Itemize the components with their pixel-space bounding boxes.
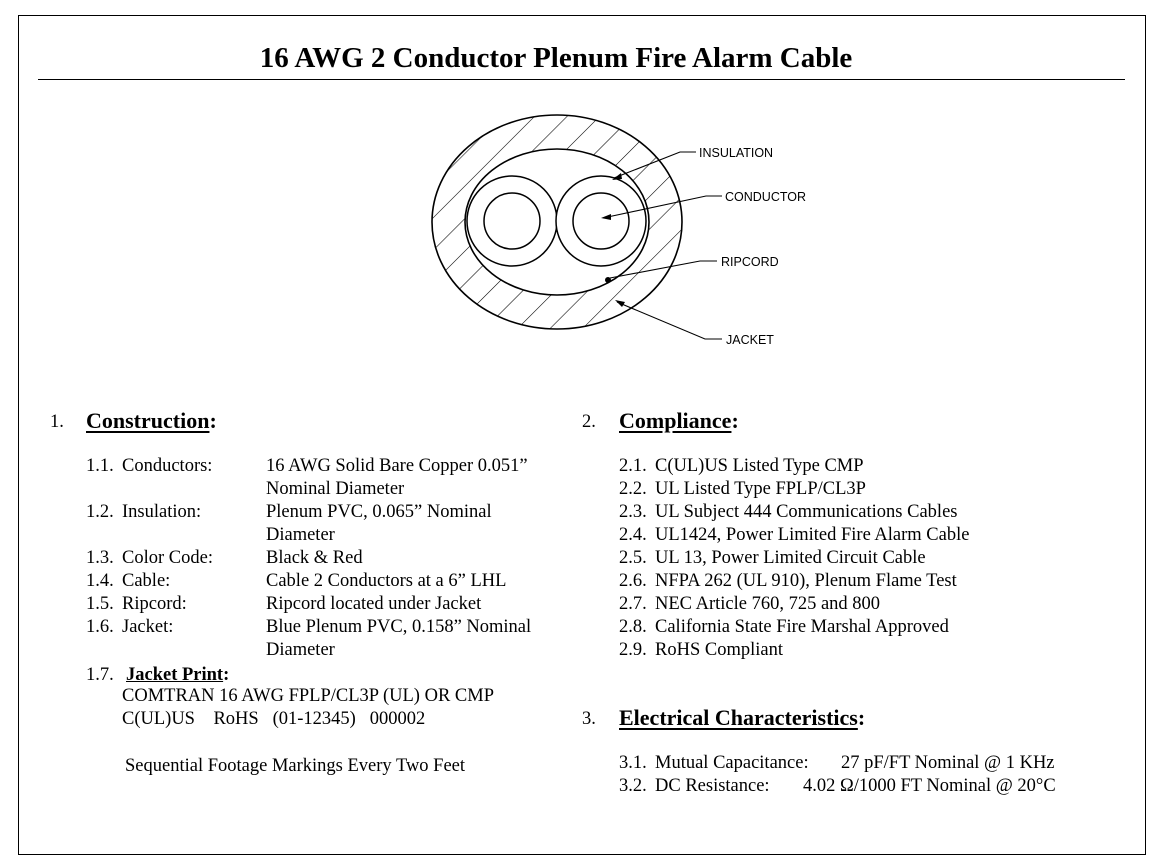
construction-item-5-label: Ripcord: <box>122 594 187 614</box>
title-rule <box>38 79 1125 80</box>
construction-item-1-num: 1.1. <box>86 456 114 476</box>
compliance-item-text: California State Fire Marshal Approved <box>655 617 949 637</box>
compliance-item-num: 2.9. <box>619 640 647 660</box>
construction-item-6-label: Jacket: <box>122 617 174 637</box>
compliance-item-num: 2.1. <box>619 456 647 476</box>
construction-item-6-value-cont: Diameter <box>266 640 335 660</box>
jacket-print-label: Jacket Print: <box>126 665 230 685</box>
conductor-arrowhead <box>601 214 611 220</box>
compliance-item-text: UL 13, Power Limited Circuit Cable <box>655 548 926 568</box>
construction-item-2-label: Insulation: <box>122 502 202 522</box>
construction-item-2-value: Plenum PVC, 0.065” Nominal <box>266 502 492 522</box>
construction-item-6-value: Blue Plenum PVC, 0.158” Nominal <box>266 617 532 637</box>
ripcord-leader <box>609 260 717 279</box>
construction-item-6-num: 1.6. <box>86 617 114 637</box>
compliance-heading: Compliance: <box>619 408 739 433</box>
insulation-leader <box>613 151 696 179</box>
right-conductor <box>572 192 630 250</box>
insulation-label: INSULATION <box>699 146 773 160</box>
electrical-item-2-label: DC Resistance: <box>655 776 770 796</box>
compliance-item-text: UL1424, Power Limited Fire Alarm Cable <box>655 525 970 545</box>
construction-item-5-num: 1.5. <box>86 594 114 614</box>
jacket-inner-outline <box>464 148 650 296</box>
conductor-leader <box>602 195 722 219</box>
electrical-item-2-num: 3.2. <box>619 776 647 796</box>
construction-item-1-value-cont: Nominal Diameter <box>266 479 405 499</box>
construction-item-2-num: 1.2. <box>86 502 114 522</box>
compliance-item-num: 2.8. <box>619 617 647 637</box>
jacket-print-line-3: Sequential Footage Markings Every Two Fe… <box>125 756 466 776</box>
compliance-item-num: 2.6. <box>619 571 647 591</box>
compliance-item-text: RoHS Compliant <box>655 640 783 660</box>
left-conductor <box>483 192 541 250</box>
electrical-number: 3. <box>582 709 596 729</box>
ripcord-dot <box>605 277 611 283</box>
cable-cross-section-diagram: INSULATION CONDUCTOR RIPCORD JACKET <box>431 114 806 347</box>
construction-item-1-value: 16 AWG Solid Bare Copper 0.051” <box>266 456 528 476</box>
compliance-item-text: UL Subject 444 Communications Cables <box>655 502 958 522</box>
compliance-number: 2. <box>582 412 596 432</box>
compliance-item-num: 2.4. <box>619 525 647 545</box>
jacket-outline <box>431 114 683 330</box>
construction-item-3-value: Black & Red <box>266 548 363 568</box>
construction-number: 1. <box>50 412 64 432</box>
electrical-item-1-label: Mutual Capacitance: <box>655 753 809 773</box>
construction-item-1-label: Conductors: <box>122 456 213 476</box>
electrical-heading: Electrical Characteristics: <box>619 705 866 730</box>
compliance-item-num: 2.3. <box>619 502 647 522</box>
compliance-item-num: 2.7. <box>619 594 647 614</box>
compliance-item-num: 2.5. <box>619 548 647 568</box>
electrical-item-1-value: 27 pF/FT Nominal @ 1 KHz <box>841 753 1055 773</box>
compliance-item-num: 2.2. <box>619 479 647 499</box>
construction-item-4-num: 1.4. <box>86 571 114 591</box>
jacket-arrowhead <box>615 300 625 307</box>
construction-heading: Construction: <box>86 408 217 433</box>
conductor-label: CONDUCTOR <box>725 190 806 204</box>
compliance-item-text: C(UL)US Listed Type CMP <box>655 456 864 476</box>
insulation-arrowhead <box>612 173 622 180</box>
construction-item-3-num: 1.3. <box>86 548 114 568</box>
ripcord-label: RIPCORD <box>721 255 779 269</box>
jacket-print-line-2: C(UL)US RoHS (01-12345) 000002 <box>122 709 426 729</box>
construction-item-4-label: Cable: <box>122 571 171 591</box>
jacket-print-line-1: COMTRAN 16 AWG FPLP/CL3P (UL) OR CMP <box>122 686 494 706</box>
jacket-leader <box>616 301 722 340</box>
page-title: 16 AWG 2 Conductor Plenum Fire Alarm Cab… <box>259 42 853 74</box>
jacket-label: JACKET <box>726 333 774 347</box>
electrical-item-2-value: 4.02 Ω/1000 FT Nominal @ 20°C <box>803 776 1056 796</box>
construction-item-2-value-cont: Diameter <box>266 525 335 545</box>
construction-item-3-label: Color Code: <box>122 548 213 568</box>
electrical-item-1-num: 3.1. <box>619 753 647 773</box>
construction-item-5-value: Ripcord located under Jacket <box>266 594 482 614</box>
compliance-item-text: UL Listed Type FPLP/CL3P <box>655 479 866 499</box>
jacket-print-num: 1.7. <box>86 665 114 685</box>
compliance-item-text: NFPA 262 (UL 910), Plenum Flame Test <box>655 571 957 591</box>
compliance-item-text: NEC Article 760, 725 and 800 <box>655 594 881 614</box>
construction-item-4-value: Cable 2 Conductors at a 6” LHL <box>266 571 507 591</box>
